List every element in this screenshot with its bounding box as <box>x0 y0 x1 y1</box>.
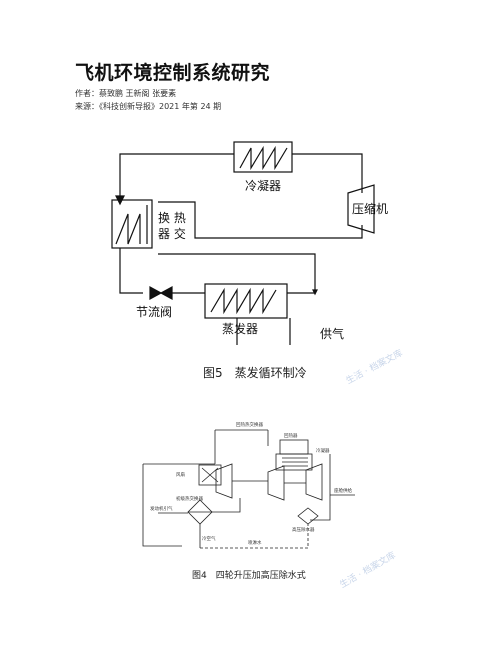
article-source: 来源：《科技创新导报》2021 年第 24 期 <box>75 102 222 111</box>
fan-box <box>198 464 222 486</box>
spray-water-line <box>200 524 309 549</box>
reheater-box <box>279 439 309 455</box>
hp-separator <box>297 507 319 525</box>
label-hx-2: 器 交 <box>158 226 186 241</box>
fan-x2 <box>201 467 219 483</box>
label-hx-1: 换 热 <box>158 211 186 225</box>
compressor-shape <box>347 184 375 234</box>
fig5-line-top-right <box>292 153 363 193</box>
label-condenser: 冷凝器 <box>245 178 281 193</box>
figure-4 <box>142 429 355 549</box>
label-reheater: 回热器 <box>284 432 298 439</box>
heat-exchanger-box <box>111 199 153 249</box>
evaporator-box <box>204 283 288 319</box>
figure4-caption: 图4 四轮升压加高压除水式 <box>192 569 306 581</box>
fig5-line-down <box>119 248 143 294</box>
figure5-caption: 图5 蒸发循环制冷 <box>203 365 307 380</box>
turbine-2 <box>305 463 323 501</box>
label-hp-separator: 高压除水器 <box>292 526 315 533</box>
arrow-evap <box>312 289 318 296</box>
fig5-line-return <box>158 201 363 239</box>
label-fig4-condenser: 冷凝器 <box>316 447 330 454</box>
fig4-left-duct <box>142 464 182 547</box>
primary-to-comp <box>212 498 241 513</box>
compressor-1 <box>215 463 233 499</box>
fig4-right-duct <box>310 454 331 521</box>
figure5-watermark: 生活 · 档案文库 <box>344 347 405 387</box>
label-engine-bleed: 发动机引气 <box>150 505 173 512</box>
label-evaporator: 蒸发器 <box>222 321 258 336</box>
label-cold-air: 冷空气 <box>202 535 216 542</box>
condenser-box <box>233 141 293 173</box>
heat-exchanger-coil <box>115 213 141 245</box>
article-authors: 作者：蔡致鹏 王新阁 张要素 <box>75 89 177 98</box>
label-spray-water: 喷淋水 <box>248 539 262 546</box>
evaporator-coil <box>210 287 277 315</box>
figure-5 <box>111 141 375 345</box>
condenser-block <box>275 453 313 471</box>
label-fan: 风扇 <box>176 471 185 478</box>
throttle-left <box>149 285 163 301</box>
fig5-line-evap-out <box>158 253 316 294</box>
label-primary-hx: 初级热交换器 <box>176 495 203 502</box>
label-compressor: 压缩机 <box>352 201 388 216</box>
article-title: 飞机环境控制系统研究 <box>75 62 271 84</box>
condenser-coil <box>239 145 288 171</box>
arrow-into-hx <box>115 195 125 206</box>
label-to-cabin: 座舱供给 <box>334 487 352 494</box>
label-supply-air: 供气 <box>320 326 344 341</box>
turbine-1 <box>267 465 285 501</box>
label-throttle: 节流阀 <box>136 305 172 319</box>
label-regen-hx: 回热热交换器 <box>236 421 263 428</box>
figure4-watermark: 生活 · 档案文库 <box>338 549 398 591</box>
fig5-line-top-left <box>119 153 234 200</box>
throttle-right <box>159 285 173 301</box>
